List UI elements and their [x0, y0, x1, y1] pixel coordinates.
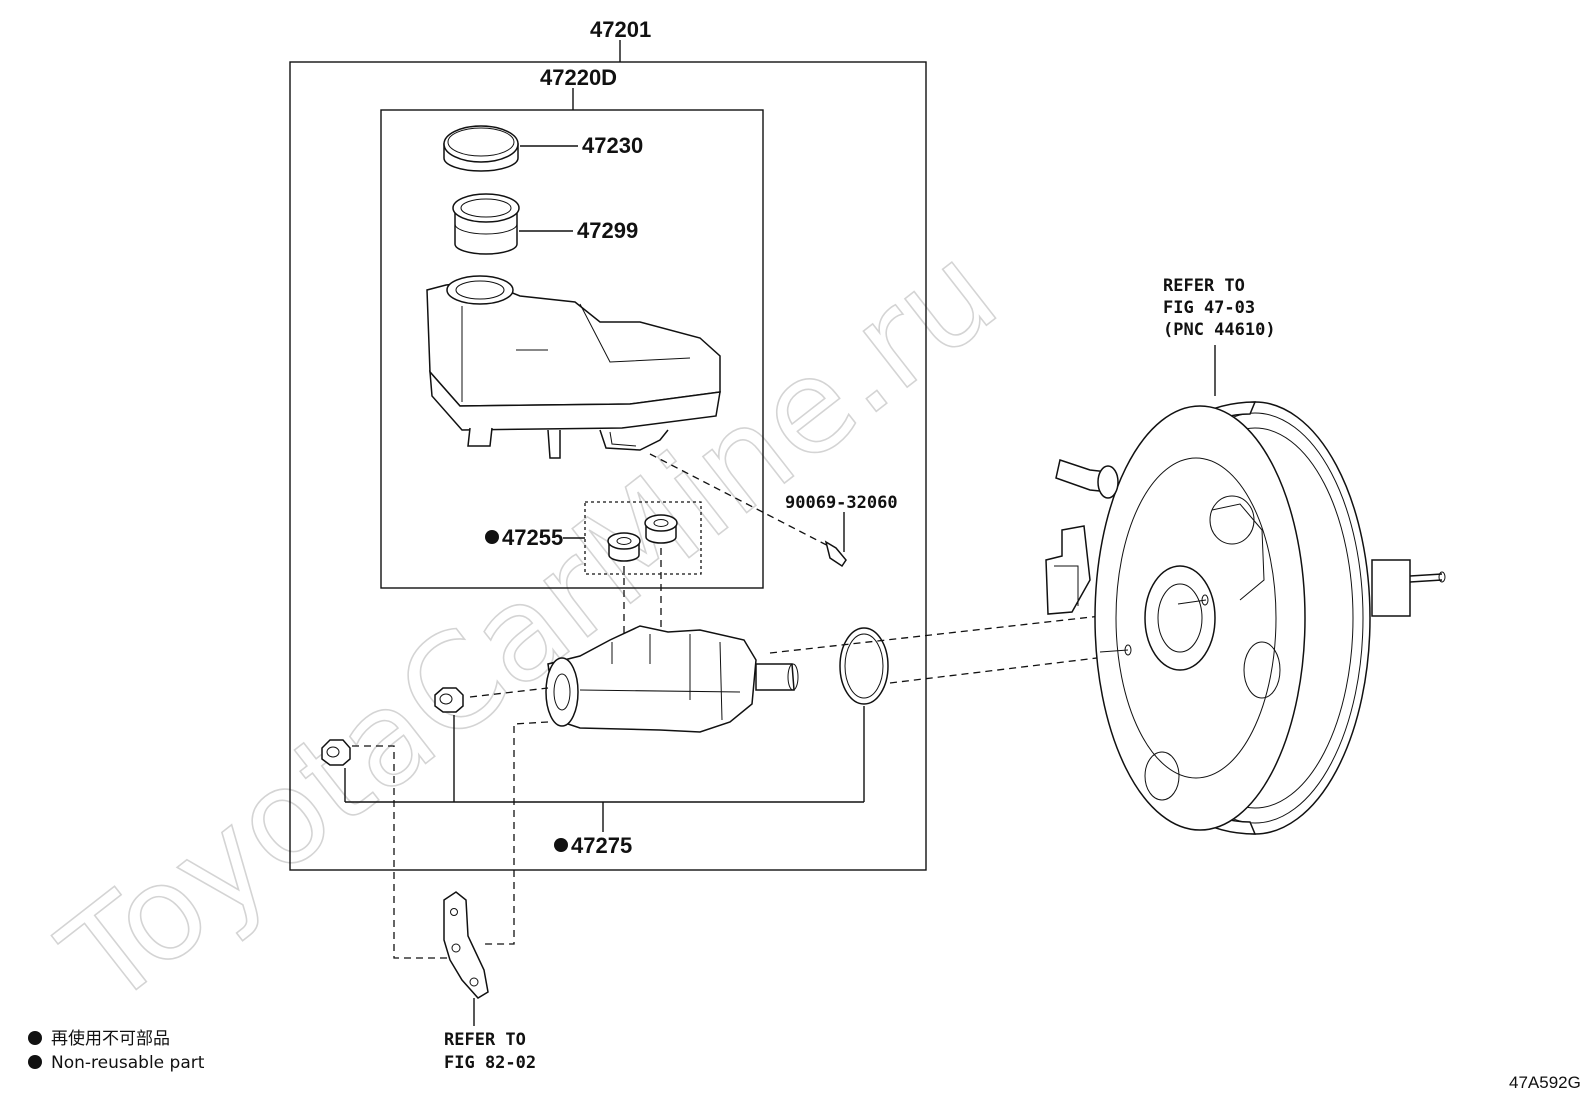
label-47201[interactable]: 47201: [590, 17, 651, 42]
label-47299[interactable]: 47299: [577, 218, 638, 243]
label-47275[interactable]: 47275: [571, 833, 632, 858]
assembly-frame: [289, 40, 927, 871]
o-ring-part: [839, 627, 889, 705]
brake-booster-part: [1045, 345, 1446, 835]
nut-part-1: [434, 687, 464, 713]
figure-code: 47A592G: [1509, 1073, 1581, 1092]
grommet-frame: [563, 501, 702, 575]
non-reusable-marker-47255: [485, 530, 499, 544]
refer-booster-line-2[interactable]: FIG 47-03: [1163, 298, 1255, 318]
grommet-part-2: [644, 514, 678, 544]
label-90069-32060[interactable]: 90069-32060: [785, 493, 898, 513]
legend-text-en: Non-reusable part: [51, 1053, 205, 1073]
refer-booster-line-3[interactable]: (PNC 44610): [1163, 320, 1276, 340]
label-47220D[interactable]: 47220D: [540, 65, 617, 90]
refer-bracket-line-1[interactable]: REFER TO: [444, 1030, 526, 1050]
bracket-guide-left: [352, 745, 450, 959]
master-cylinder-part: [545, 625, 799, 733]
pin-part: [824, 540, 847, 568]
bracket-guide-right: [482, 721, 549, 945]
nut-guide-upper: [469, 687, 549, 698]
legend: 再使用不可部品 Non-reusable part: [28, 1028, 205, 1073]
legend-bullet-en: [28, 1055, 42, 1069]
legend-bullet-jp: [28, 1031, 42, 1045]
strainer-part: [452, 193, 520, 255]
nut-part-2: [321, 739, 351, 766]
grommet-part-1: [607, 532, 641, 562]
refer-booster-line-1[interactable]: REFER TO: [1163, 276, 1245, 296]
legend-text-jp: 再使用不可部品: [51, 1028, 170, 1049]
booster-guide-lower: [889, 653, 1131, 684]
reservoir-frame: [380, 88, 764, 589]
non-reusable-marker-47275: [554, 838, 568, 852]
bracket-part: [443, 891, 489, 999]
label-47230[interactable]: 47230: [582, 133, 643, 158]
refer-bracket-line-2[interactable]: FIG 82-02: [444, 1053, 536, 1073]
reservoir-tank-part: [426, 275, 721, 459]
label-47255[interactable]: 47255: [502, 525, 563, 550]
reservoir-cap-part: [443, 125, 519, 172]
nut-leaders: [344, 706, 865, 832]
